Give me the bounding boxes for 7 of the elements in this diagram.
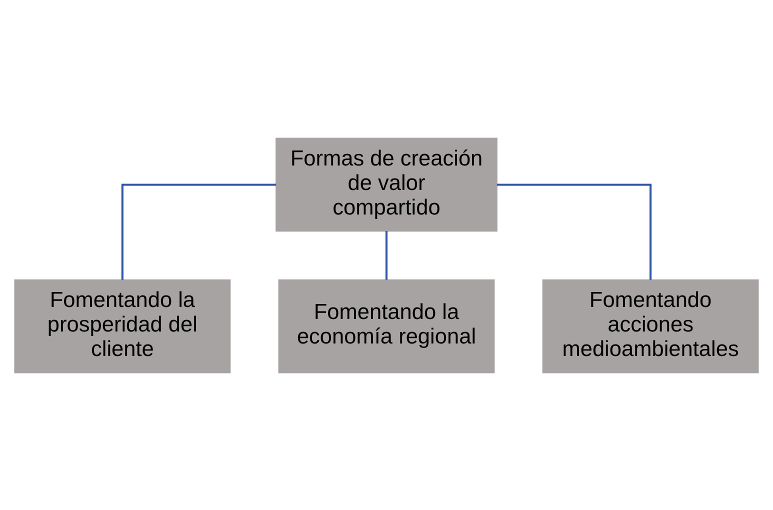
node-box: Fomentando la prosperidad del cliente xyxy=(14,278,231,373)
node-box: Formas de creación de valor compartido xyxy=(276,137,498,232)
node-box: Fomentando la economía regional xyxy=(278,278,495,373)
connector xyxy=(121,183,276,280)
node-box: Fomentando acciones medioambientales xyxy=(542,278,759,373)
connector xyxy=(496,183,652,280)
connector xyxy=(385,230,388,280)
